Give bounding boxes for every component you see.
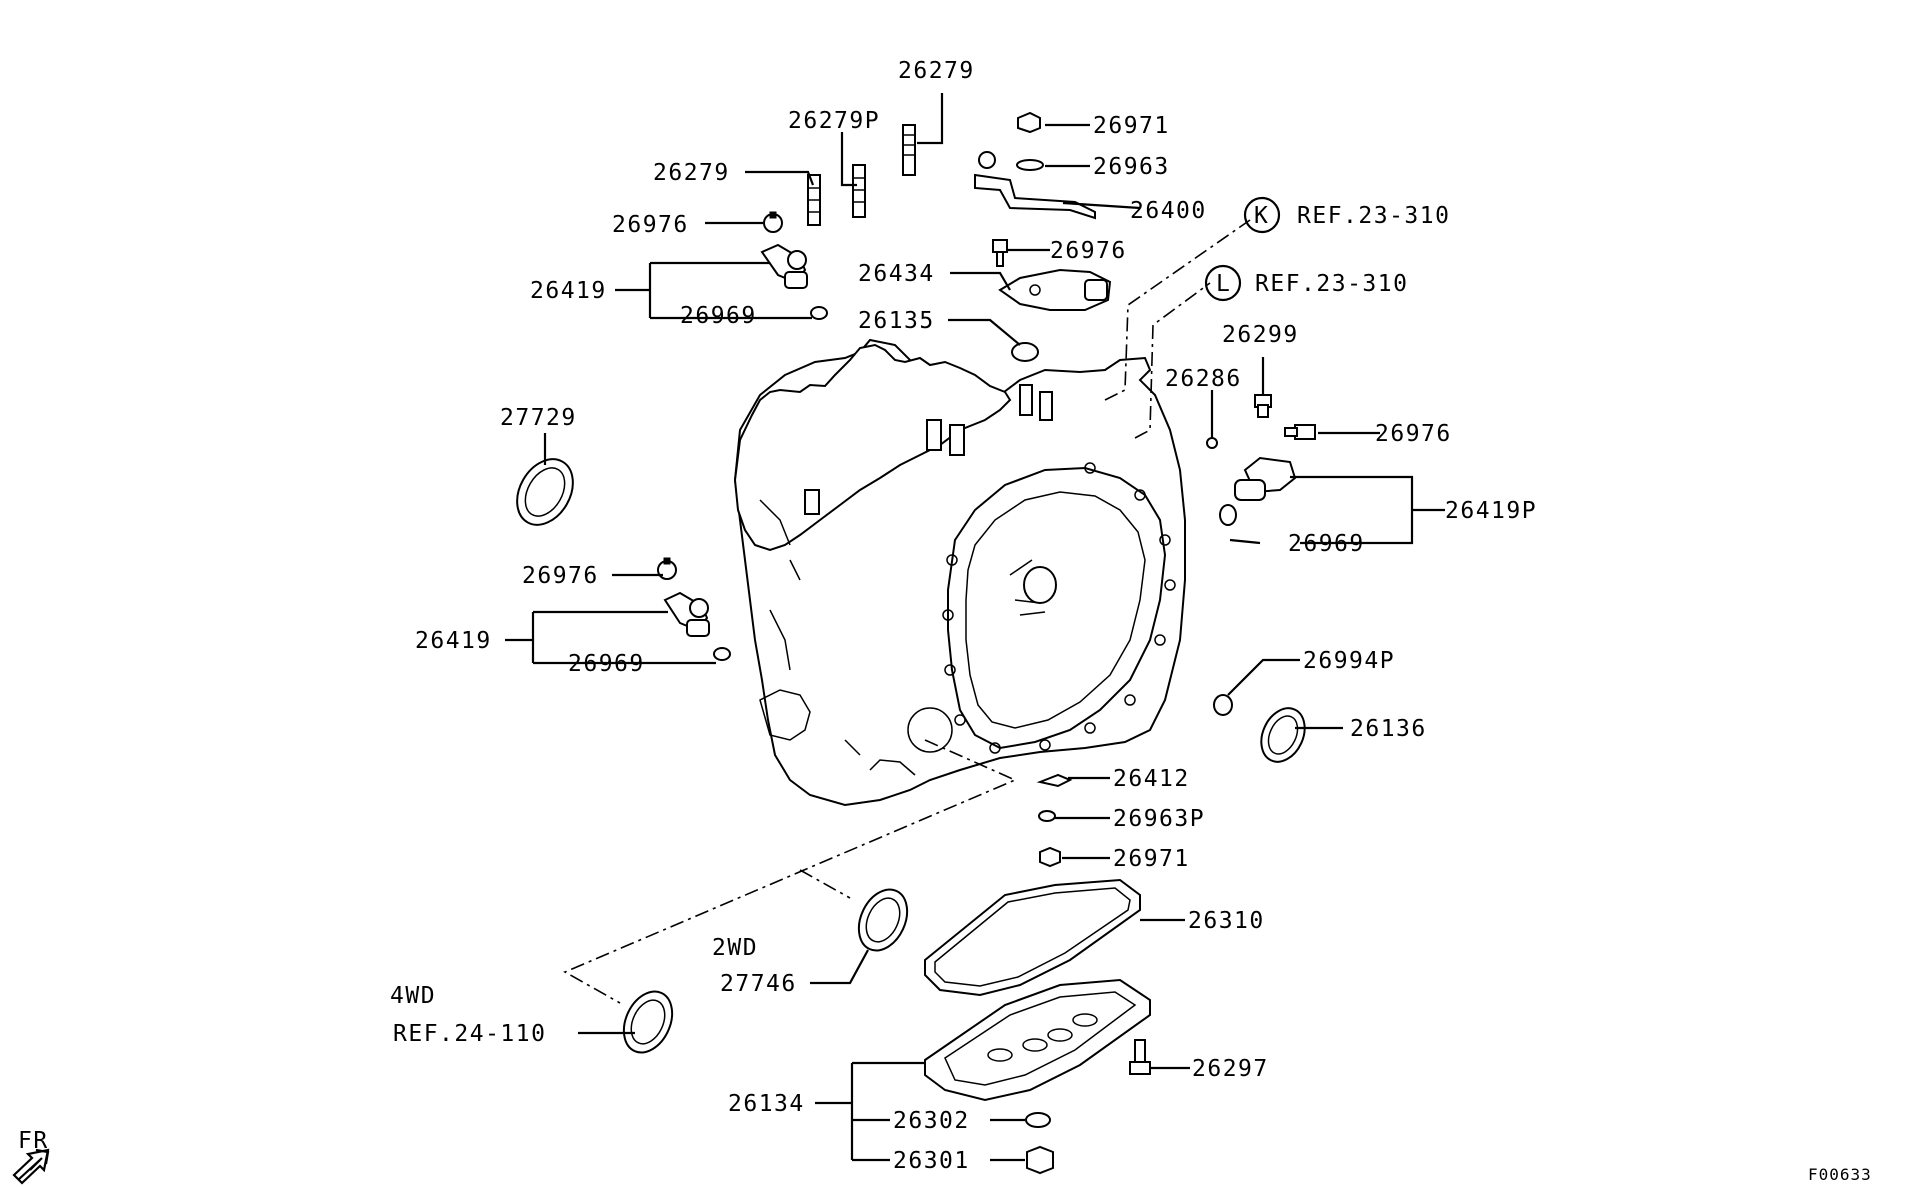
- label-26969-c[interactable]: 26969: [1288, 531, 1365, 557]
- label-26310[interactable]: 26310: [1188, 908, 1265, 934]
- ref-4wd-dashed-line: [563, 739, 1018, 1004]
- sensor-26419-b: [663, 591, 710, 637]
- label-26279-left[interactable]: 26279: [653, 160, 730, 186]
- sensor-26419P: [1234, 456, 1297, 501]
- label-4wd: 4WD: [390, 983, 436, 1009]
- oil-seal-27729: [516, 458, 574, 526]
- label-26134[interactable]: 26134: [728, 1091, 805, 1117]
- bolt-26976-b: [992, 239, 1008, 267]
- ref-k-dashed-line: [1104, 219, 1251, 401]
- ref-l-dashed-line: [1134, 282, 1211, 439]
- label-26971-top[interactable]: 26971: [1093, 113, 1170, 139]
- oil-pan-26134: [924, 978, 1151, 1102]
- o-ring-26286: [1206, 437, 1218, 449]
- label-27729[interactable]: 27729: [500, 405, 577, 431]
- label-26976-d[interactable]: 26976: [1375, 421, 1452, 447]
- stud-26279P: [852, 164, 866, 218]
- label-26301[interactable]: 26301: [893, 1148, 970, 1174]
- seal-26135: [1011, 342, 1039, 362]
- label-26419-a[interactable]: 26419: [530, 278, 607, 304]
- drain-plug-26301: [1026, 1145, 1054, 1175]
- o-ring-26994P: [1213, 694, 1233, 716]
- washer-26963P: [1038, 810, 1056, 822]
- seal-27746: [857, 888, 909, 952]
- label-26136[interactable]: 26136: [1350, 716, 1427, 742]
- washer-26302: [1025, 1112, 1051, 1128]
- nut-26971-top: [1017, 111, 1041, 134]
- label-26412[interactable]: 26412: [1113, 766, 1190, 792]
- label-26963-top[interactable]: 26963: [1093, 154, 1170, 180]
- oil-seal-26136: [1260, 707, 1306, 763]
- dipstick-26412: [1036, 773, 1073, 788]
- ref-k-circle: [1243, 196, 1281, 234]
- label-2wd: 2WD: [712, 935, 758, 961]
- fr-label: FR: [18, 1128, 49, 1154]
- leader-lines: [505, 93, 1445, 1162]
- ref-l-text[interactable]: REF.23-310: [1255, 271, 1408, 297]
- label-26969-b[interactable]: 26969: [568, 651, 645, 677]
- switch-26434: [998, 268, 1112, 311]
- label-26963P[interactable]: 26963P: [1113, 806, 1205, 832]
- o-ring-26969-c: [1219, 504, 1237, 526]
- o-ring-26969-a: [810, 306, 828, 320]
- label-26434[interactable]: 26434: [858, 261, 935, 287]
- washer-26963-top: [1016, 159, 1044, 171]
- label-26135[interactable]: 26135: [858, 308, 935, 334]
- gasket-26310: [924, 878, 1141, 997]
- ref-24-110-text[interactable]: REF.24-110: [393, 1021, 546, 1047]
- bolt-26299: [1254, 394, 1272, 418]
- label-26419P[interactable]: 26419P: [1445, 498, 1537, 524]
- ref-l-letter: L: [1216, 271, 1231, 297]
- label-27746[interactable]: 27746: [720, 971, 797, 997]
- label-26976-c[interactable]: 26976: [522, 563, 599, 589]
- bolt-26976-d: [1284, 424, 1316, 440]
- footer-code: F00633: [1808, 1165, 1872, 1184]
- label-26976-b[interactable]: 26976: [1050, 238, 1127, 264]
- transmission-case: [733, 338, 1186, 807]
- label-26419-b[interactable]: 26419: [415, 628, 492, 654]
- o-ring-26969-b: [713, 647, 731, 661]
- bolt-26976-a: [763, 211, 783, 233]
- seal-ref-24-110: [622, 990, 674, 1054]
- label-26971-mid[interactable]: 26971: [1113, 846, 1190, 872]
- label-26400[interactable]: 26400: [1130, 198, 1207, 224]
- ref-k-letter: K: [1254, 203, 1269, 229]
- sensor-26419-a: [760, 243, 808, 289]
- fr-arrow-icon: FR: [12, 1128, 50, 1185]
- label-26994P[interactable]: 26994P: [1303, 648, 1395, 674]
- bracket-26400: [974, 151, 1096, 220]
- label-26286[interactable]: 26286: [1165, 366, 1242, 392]
- label-26299[interactable]: 26299: [1222, 322, 1299, 348]
- stud-26279-left: [807, 174, 821, 226]
- label-26302[interactable]: 26302: [893, 1108, 970, 1134]
- nut-26971-mid: [1039, 846, 1061, 868]
- ref-2wd-dashed-line: [799, 869, 851, 899]
- label-26976-a[interactable]: 26976: [612, 212, 689, 238]
- ref-l-circle: [1204, 264, 1242, 302]
- label-26297[interactable]: 26297: [1192, 1056, 1269, 1082]
- label-26969-a[interactable]: 26969: [680, 303, 757, 329]
- stud-26279-top: [902, 124, 916, 176]
- ref-k-text[interactable]: REF.23-310: [1297, 203, 1450, 229]
- bolt-26297: [1129, 1039, 1151, 1075]
- label-26279-top[interactable]: 26279: [898, 58, 975, 84]
- label-26279P[interactable]: 26279P: [788, 108, 880, 134]
